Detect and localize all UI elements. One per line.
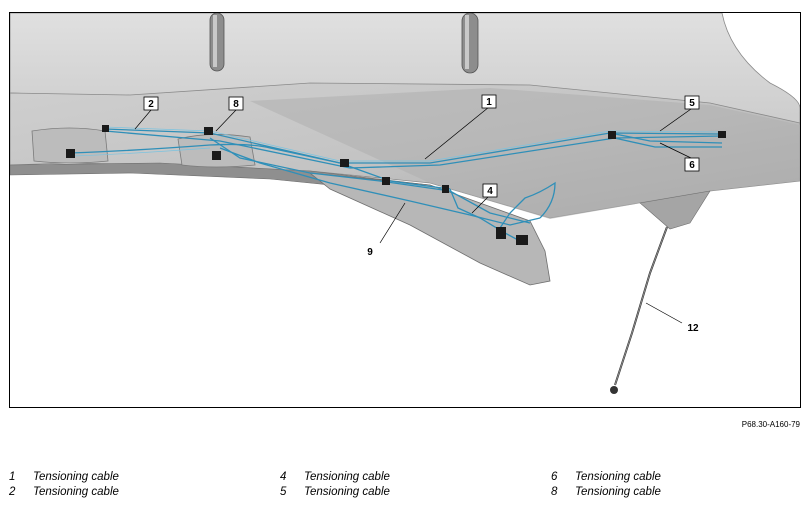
figure-code: P68.30-A160-79 bbox=[741, 420, 800, 429]
legend-item: 6 Tensioning cable bbox=[551, 470, 661, 485]
legend-item: 8 Tensioning cable bbox=[551, 485, 661, 500]
recess-left bbox=[31, 127, 109, 164]
cable-clips bbox=[66, 125, 726, 245]
legend-item: 2 Tensioning cable bbox=[9, 485, 119, 500]
roof-liner-illustration: 1 2 4 5 6 8 9 12 bbox=[10, 13, 800, 394]
legend-label: Tensioning cable bbox=[304, 471, 390, 483]
callout-12: 12 bbox=[687, 323, 699, 334]
legend-label: Tensioning cable bbox=[33, 471, 119, 483]
right-trim bbox=[639, 190, 711, 230]
legend-label: Tensioning cable bbox=[33, 486, 119, 498]
legend-item: 4 Tensioning cable bbox=[280, 470, 390, 485]
callout-1: 1 bbox=[481, 94, 497, 109]
legend-number: 4 bbox=[280, 471, 287, 483]
svg-text:1: 1 bbox=[486, 97, 492, 108]
svg-text:2: 2 bbox=[148, 99, 154, 110]
legend-label: Tensioning cable bbox=[575, 486, 661, 498]
tensioning-cable-12 bbox=[610, 226, 668, 394]
cable-set bbox=[69, 128, 723, 242]
roof-panel-shade bbox=[250, 88, 800, 219]
svg-text:4: 4 bbox=[487, 186, 493, 197]
callout-2: 2 bbox=[143, 96, 159, 111]
legend-number: 8 bbox=[551, 486, 558, 498]
svg-text:8: 8 bbox=[233, 99, 239, 110]
recess-mid bbox=[177, 134, 256, 168]
legend-number: 1 bbox=[9, 471, 16, 483]
legend-number: 5 bbox=[280, 486, 287, 498]
mounting-post-left bbox=[209, 13, 225, 72]
leader-lines bbox=[134, 106, 692, 324]
legend-number: 6 bbox=[551, 471, 558, 483]
rear-flap bbox=[308, 172, 551, 286]
callout-5: 5 bbox=[684, 95, 700, 110]
callout-9: 9 bbox=[367, 247, 373, 258]
callout-6: 6 bbox=[684, 157, 700, 172]
svg-text:6: 6 bbox=[689, 160, 695, 171]
legend-item: 5 Tensioning cable bbox=[280, 485, 390, 500]
svg-text:9: 9 bbox=[367, 247, 373, 258]
legend-number: 2 bbox=[9, 486, 16, 498]
callout-8: 8 bbox=[228, 96, 244, 111]
legend-label: Tensioning cable bbox=[304, 486, 390, 498]
svg-text:5: 5 bbox=[689, 98, 695, 109]
svg-text:12: 12 bbox=[687, 323, 699, 334]
callout-4: 4 bbox=[482, 183, 498, 198]
diagram-figure: 1 2 4 5 6 8 9 12 bbox=[9, 12, 801, 408]
mounting-post-right bbox=[461, 13, 479, 74]
legend-item: 1 Tensioning cable bbox=[9, 470, 119, 485]
legend-label: Tensioning cable bbox=[575, 471, 661, 483]
